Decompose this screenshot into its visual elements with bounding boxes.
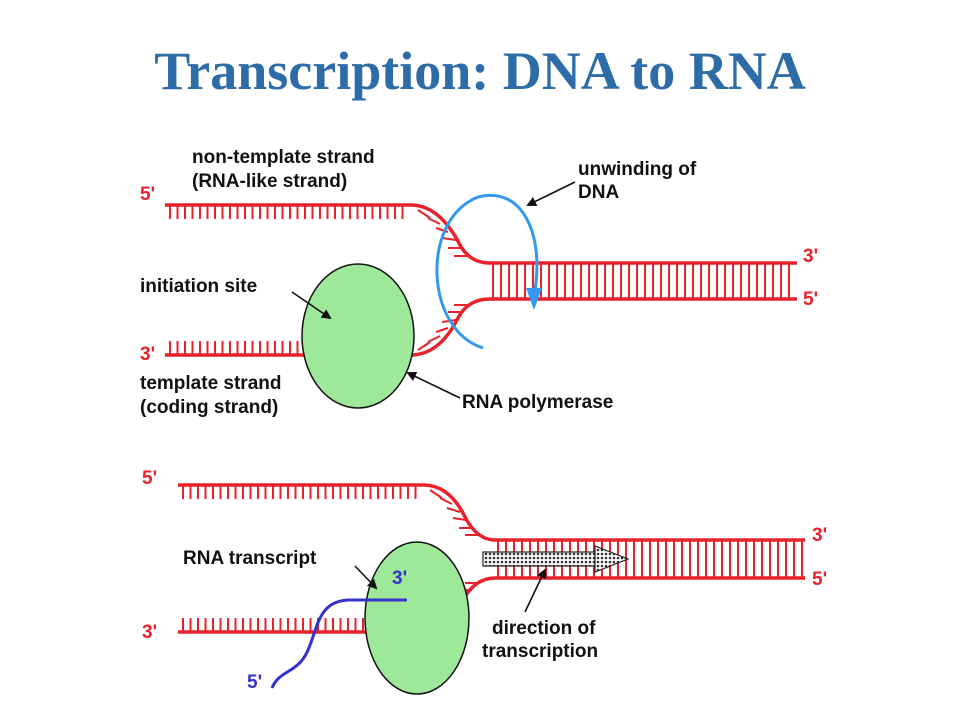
rna-polymerase-pointer bbox=[406, 371, 461, 399]
label-template-2: (coding strand) bbox=[140, 397, 278, 418]
panel-top: non-template strand (RNA-like strand) un… bbox=[140, 147, 818, 418]
rna-polymerase-bottom bbox=[364, 541, 470, 695]
label-unwinding-1: unwinding of bbox=[578, 159, 697, 180]
label-rna-polymerase: RNA polymerase bbox=[462, 392, 613, 413]
label-unwinding-2: DNA bbox=[578, 182, 619, 203]
base-tick bbox=[452, 517, 467, 521]
end-top-right: 3' bbox=[803, 246, 818, 267]
label-template-1: template strand bbox=[140, 373, 281, 394]
rna-5prime-label: 5' bbox=[247, 672, 262, 693]
panel-bottom: RNA transcript direction of transcriptio… bbox=[142, 468, 827, 695]
end-bottom-panel-top-right: 3' bbox=[812, 525, 827, 546]
unwinding-pointer bbox=[526, 181, 576, 206]
end-bottom-panel-bottom-left: 3' bbox=[142, 622, 157, 643]
label-non-template-1: non-template strand bbox=[192, 147, 375, 168]
end-bottom-panel-top-left: 5' bbox=[142, 468, 157, 489]
slide-title: Transcription: DNA to RNA bbox=[154, 41, 806, 101]
label-non-template-2: (RNA-like strand) bbox=[192, 171, 347, 192]
rna-transcript bbox=[270, 598, 407, 689]
base-tick bbox=[427, 217, 441, 225]
rna-3prime-label: 3' bbox=[392, 568, 407, 589]
direction-arrow bbox=[482, 545, 630, 573]
direction-pointer bbox=[524, 568, 547, 613]
base-tick bbox=[417, 341, 431, 351]
base-tick bbox=[446, 507, 461, 513]
base-tick bbox=[427, 335, 441, 343]
end-bottom-right: 5' bbox=[803, 289, 818, 310]
label-rna-transcript: RNA transcript bbox=[183, 548, 317, 569]
label-initiation-site: initiation site bbox=[140, 276, 257, 297]
initiation-site-pointer bbox=[291, 291, 332, 320]
base-tick bbox=[441, 237, 457, 241]
label-direction-2: transcription bbox=[482, 641, 598, 662]
base-tick bbox=[439, 497, 453, 505]
end-bottom-left: 3' bbox=[140, 344, 155, 365]
base-tick bbox=[417, 209, 431, 219]
base-pair-ticks-top bbox=[169, 205, 790, 355]
non-template-strand bbox=[165, 203, 797, 265]
rna-polymerase-top bbox=[301, 263, 415, 409]
unwinding-arrow bbox=[435, 193, 542, 350]
template-strand bbox=[165, 297, 797, 357]
end-bottom-panel-bottom-right: 5' bbox=[812, 569, 827, 590]
rna-transcript-pointer bbox=[354, 565, 378, 590]
label-direction-1: direction of bbox=[492, 618, 596, 639]
non-template-strand-bottom bbox=[178, 483, 805, 542]
base-tick bbox=[429, 489, 443, 499]
end-top-left: 5' bbox=[140, 184, 155, 205]
base-tick bbox=[435, 327, 449, 333]
